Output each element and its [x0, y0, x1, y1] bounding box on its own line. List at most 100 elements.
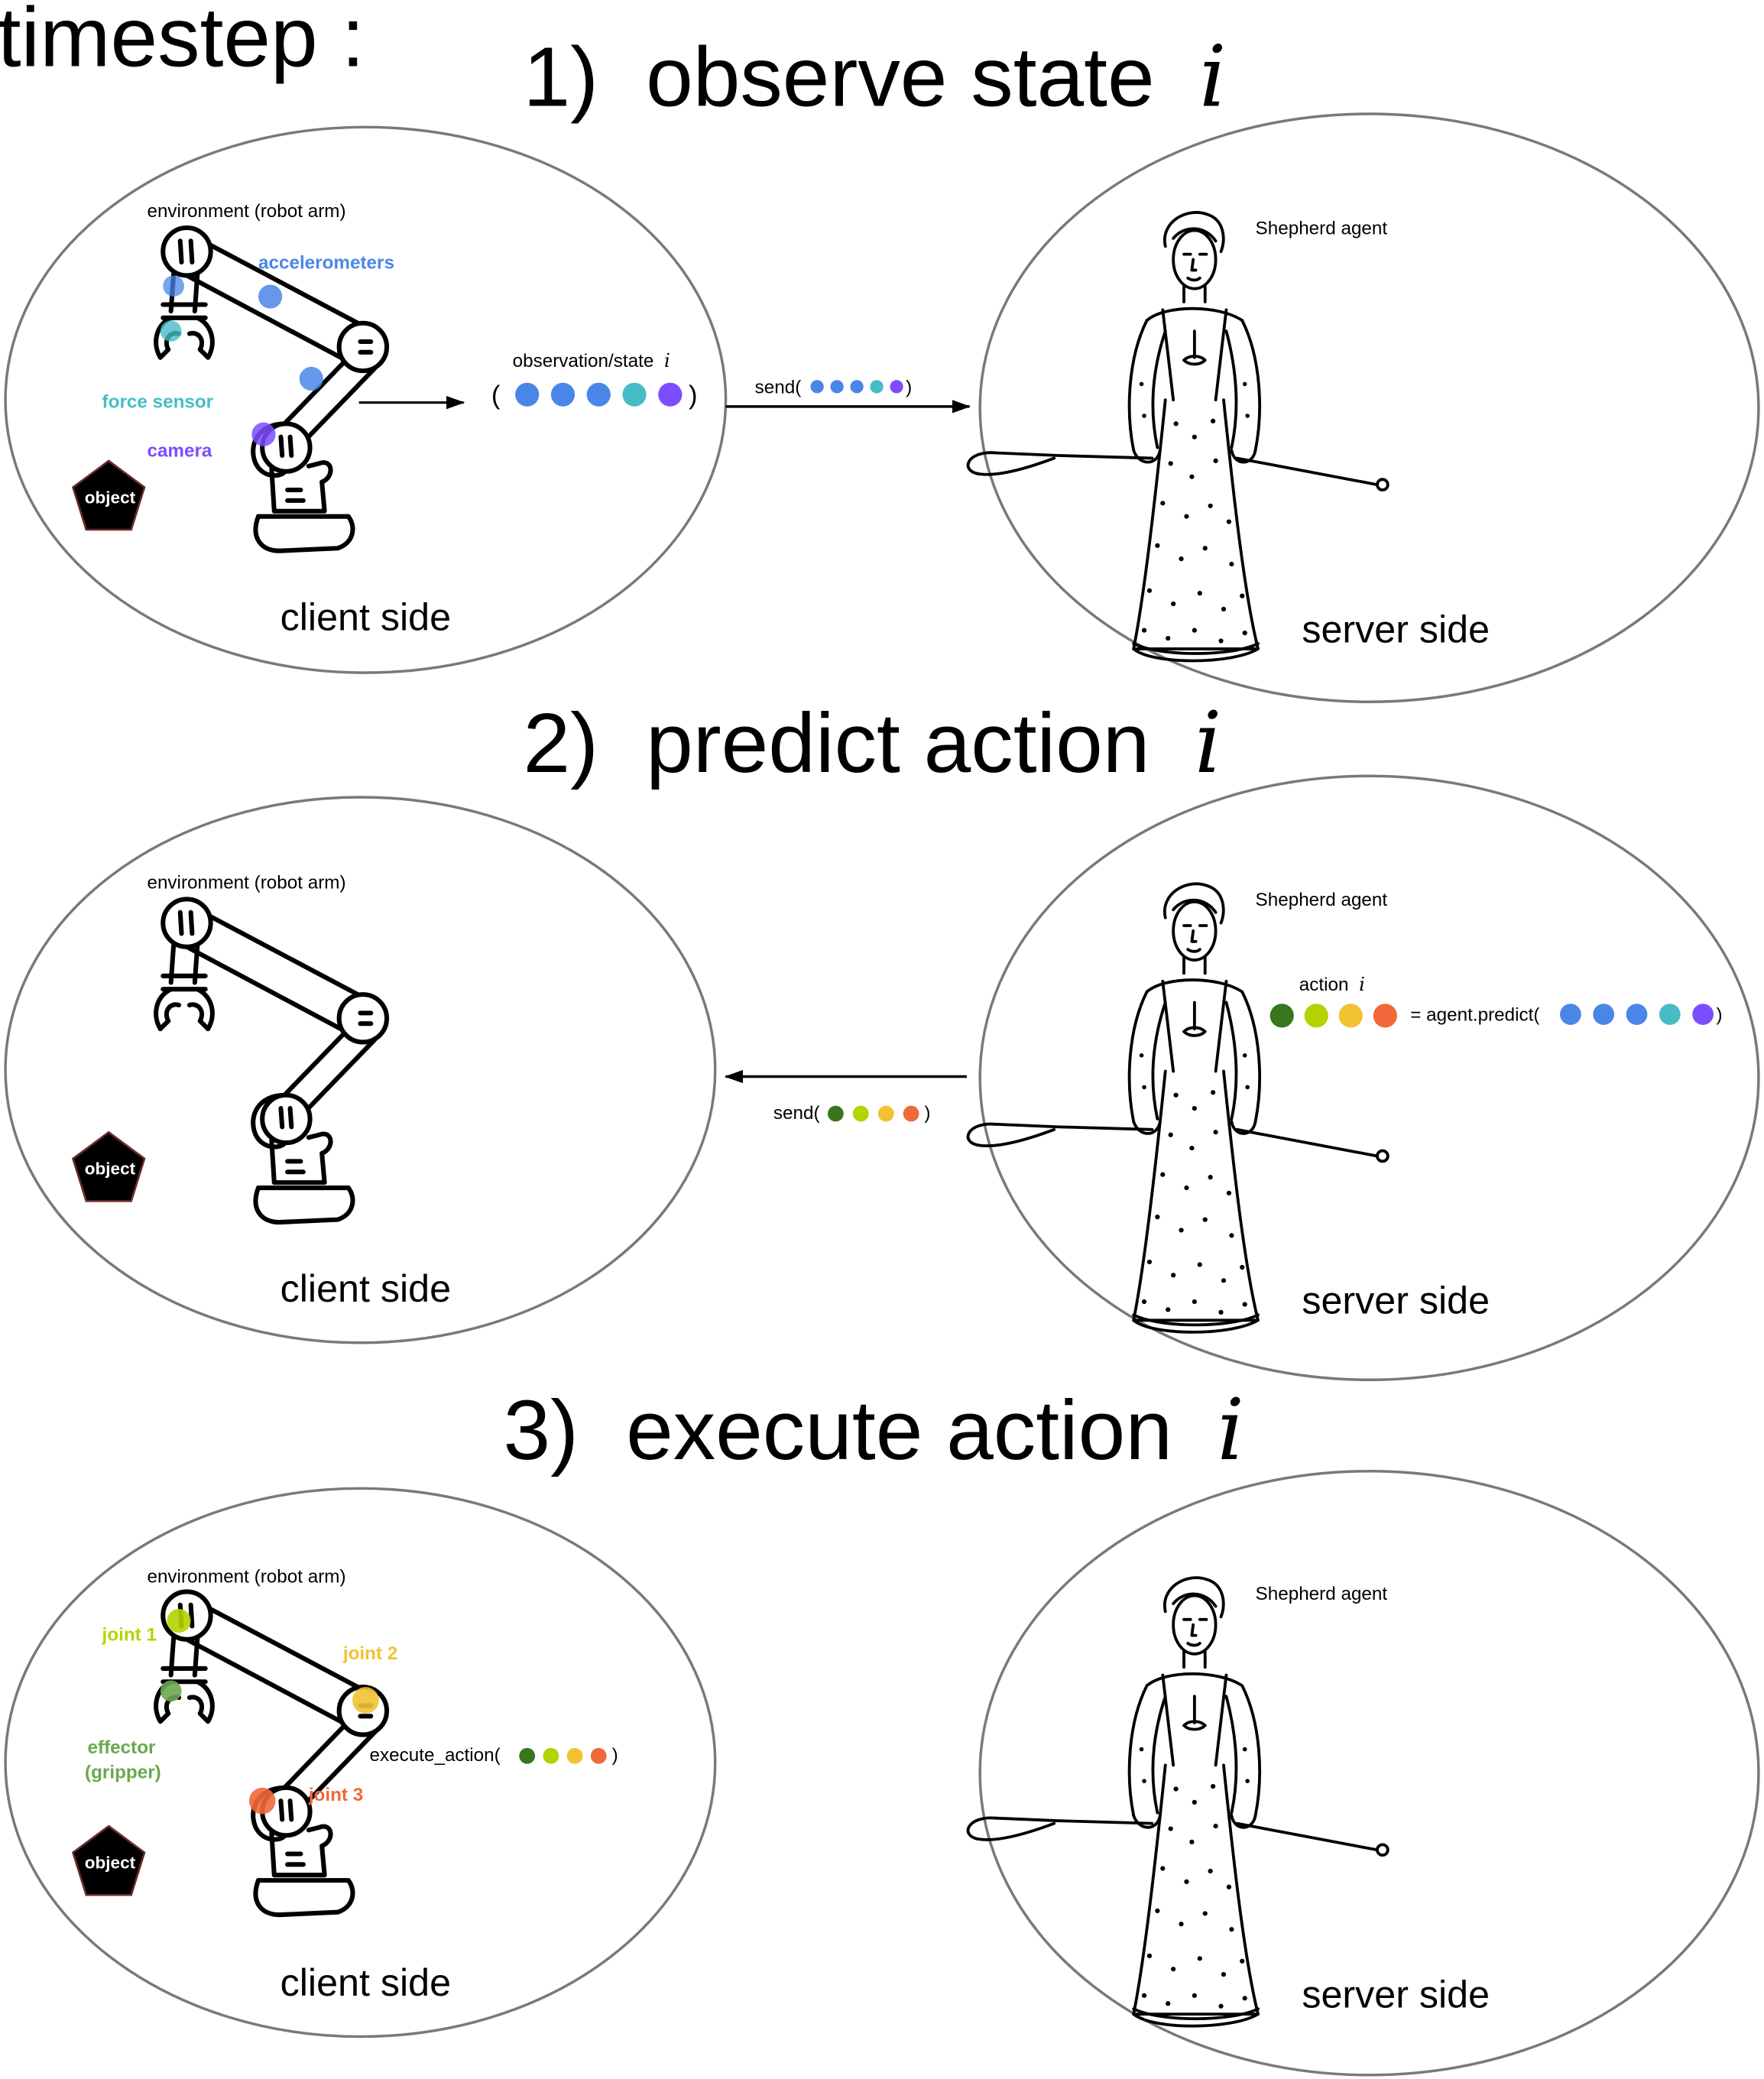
- observation-value-dot: [586, 382, 611, 407]
- svg-text:1) observe state i: 1) observe state i: [523, 28, 1226, 127]
- step3-client-ellipse: [4, 1487, 717, 2038]
- joint3-label: joint 3: [308, 1785, 363, 1805]
- observation-value-dot: [515, 382, 540, 407]
- step3-heading: 3) execute action i: [504, 1381, 1244, 1480]
- send-value-dot: [827, 1105, 844, 1122]
- execute-value-dot: [566, 1747, 583, 1764]
- predict-input-dot: [1692, 1004, 1714, 1025]
- step2-object-label: object: [85, 1160, 136, 1179]
- predict-input-dot: [1560, 1004, 1581, 1025]
- send-value-dot: [903, 1105, 919, 1122]
- action-vector: [1269, 1004, 1397, 1028]
- send-value-dot: [830, 380, 844, 394]
- action-label: action: [1299, 975, 1349, 995]
- step3-robot-arm: [156, 1591, 387, 1915]
- force-sensor-label: force sensor: [102, 392, 214, 413]
- step3-title: execute action: [626, 1383, 1172, 1477]
- predict-input-dot: [1626, 1004, 1648, 1025]
- send-value-dot: [877, 1105, 894, 1122]
- effector-dot: [160, 1680, 182, 1702]
- step3-server-ellipse: [978, 1470, 1760, 2077]
- gripper-label: (gripper): [85, 1763, 161, 1783]
- step2-shepherd-figure: [966, 882, 1389, 1334]
- observation-var: i: [664, 349, 670, 371]
- accelerometers-label: accelerometers: [258, 253, 394, 274]
- step3-server-side-label: server side: [1302, 1973, 1490, 2016]
- step2-robot-arm: [156, 899, 387, 1222]
- execute-value-dot: [519, 1747, 536, 1764]
- predict-close-paren: ): [1716, 1005, 1722, 1026]
- joint1-dot: [167, 1608, 191, 1633]
- send-value-dot: [870, 380, 884, 394]
- action-var: i: [1359, 973, 1365, 995]
- step1-object-label: object: [85, 488, 136, 507]
- svg-text:2) predict action: 2) predict action i: [523, 694, 1221, 793]
- step1-shepherd-figure: [966, 211, 1389, 663]
- send-value-dot: [852, 1105, 869, 1122]
- joint2-label: joint 2: [342, 1643, 397, 1664]
- action-value-dot: [1373, 1004, 1397, 1028]
- step1-server-ellipse: [978, 112, 1760, 703]
- step1-number: 1): [523, 31, 598, 125]
- accelerometer-dot: [299, 366, 323, 391]
- step1-var: i: [1199, 28, 1226, 127]
- observation-value-dot: [658, 382, 683, 407]
- observation-close-paren: ): [689, 381, 698, 410]
- step2-client-ellipse: [4, 796, 717, 1344]
- step2-server-ellipse: [978, 774, 1760, 1381]
- send-value-dot: [890, 380, 903, 394]
- step2-send-close-paren: ): [924, 1103, 930, 1124]
- step3-number: 3): [504, 1383, 579, 1477]
- observation-open-paren: (: [491, 381, 501, 410]
- effector-label: effector: [88, 1737, 156, 1758]
- predict-input-vector: [1560, 1004, 1714, 1025]
- execute-action-label: execute_action(: [370, 1745, 501, 1766]
- step1-client-ellipse: [4, 125, 728, 674]
- execute-value-dot: [543, 1747, 559, 1764]
- step1-title: observe state: [646, 31, 1155, 125]
- observation-value-dot: [622, 382, 647, 407]
- observation-label: observation/state: [513, 351, 654, 371]
- force-sensor-dot: [160, 320, 182, 342]
- step3-agent-label: Shepherd agent: [1256, 1584, 1388, 1604]
- camera-label: camera: [147, 441, 212, 462]
- step3-client-side-label: client side: [280, 1961, 451, 2004]
- joint3-dot: [248, 1787, 276, 1815]
- step2-var: i: [1195, 694, 1221, 793]
- execute-close-paren: ): [612, 1745, 618, 1766]
- accelerometer-dot: [163, 275, 184, 297]
- predict-input-dot: [1593, 1004, 1615, 1025]
- step3-var: i: [1218, 1381, 1244, 1480]
- step1-robot-arm: [156, 228, 387, 551]
- execute-value-dot: [590, 1747, 607, 1764]
- step2-agent-label: Shepherd agent: [1256, 890, 1388, 910]
- camera-dot: [251, 422, 276, 446]
- step2-server-side-label: server side: [1302, 1280, 1490, 1322]
- step1-agent-label: Shepherd agent: [1256, 219, 1388, 239]
- send-value-dot: [850, 380, 864, 394]
- step2-heading: 2) predict action i: [523, 694, 1221, 793]
- step1-client-side-label: client side: [280, 596, 451, 639]
- step2-send-label: send(: [773, 1103, 820, 1124]
- execute-action-vector: [519, 1747, 607, 1764]
- step1-env-label: environment (robot arm): [147, 201, 345, 222]
- step3-shepherd-figure: [966, 1576, 1389, 2028]
- accelerometer-dot: [258, 284, 283, 309]
- predict-input-dot: [1659, 1004, 1681, 1025]
- step1-send-close-paren: ): [906, 378, 912, 398]
- step1-send-vector: [810, 380, 903, 394]
- action-value-dot: [1304, 1004, 1328, 1028]
- step3-object-label: object: [85, 1854, 136, 1873]
- step1-heading: 1) observe state i: [523, 28, 1226, 127]
- action-label-text: action i: [1299, 973, 1365, 995]
- step1-server-side-label: server side: [1302, 608, 1490, 650]
- timestep-label: timestep :: [0, 0, 365, 85]
- send-value-dot: [810, 380, 824, 394]
- step3-env-label: environment (robot arm): [147, 1566, 345, 1587]
- joint2-dot: [352, 1687, 379, 1714]
- predict-label: = agent.predict(: [1410, 1005, 1539, 1026]
- observation-label-text: observation/state i: [513, 349, 670, 371]
- svg-text:3) execute action: 3) execute action i: [504, 1381, 1244, 1480]
- step2-client-side-label: client side: [280, 1267, 451, 1310]
